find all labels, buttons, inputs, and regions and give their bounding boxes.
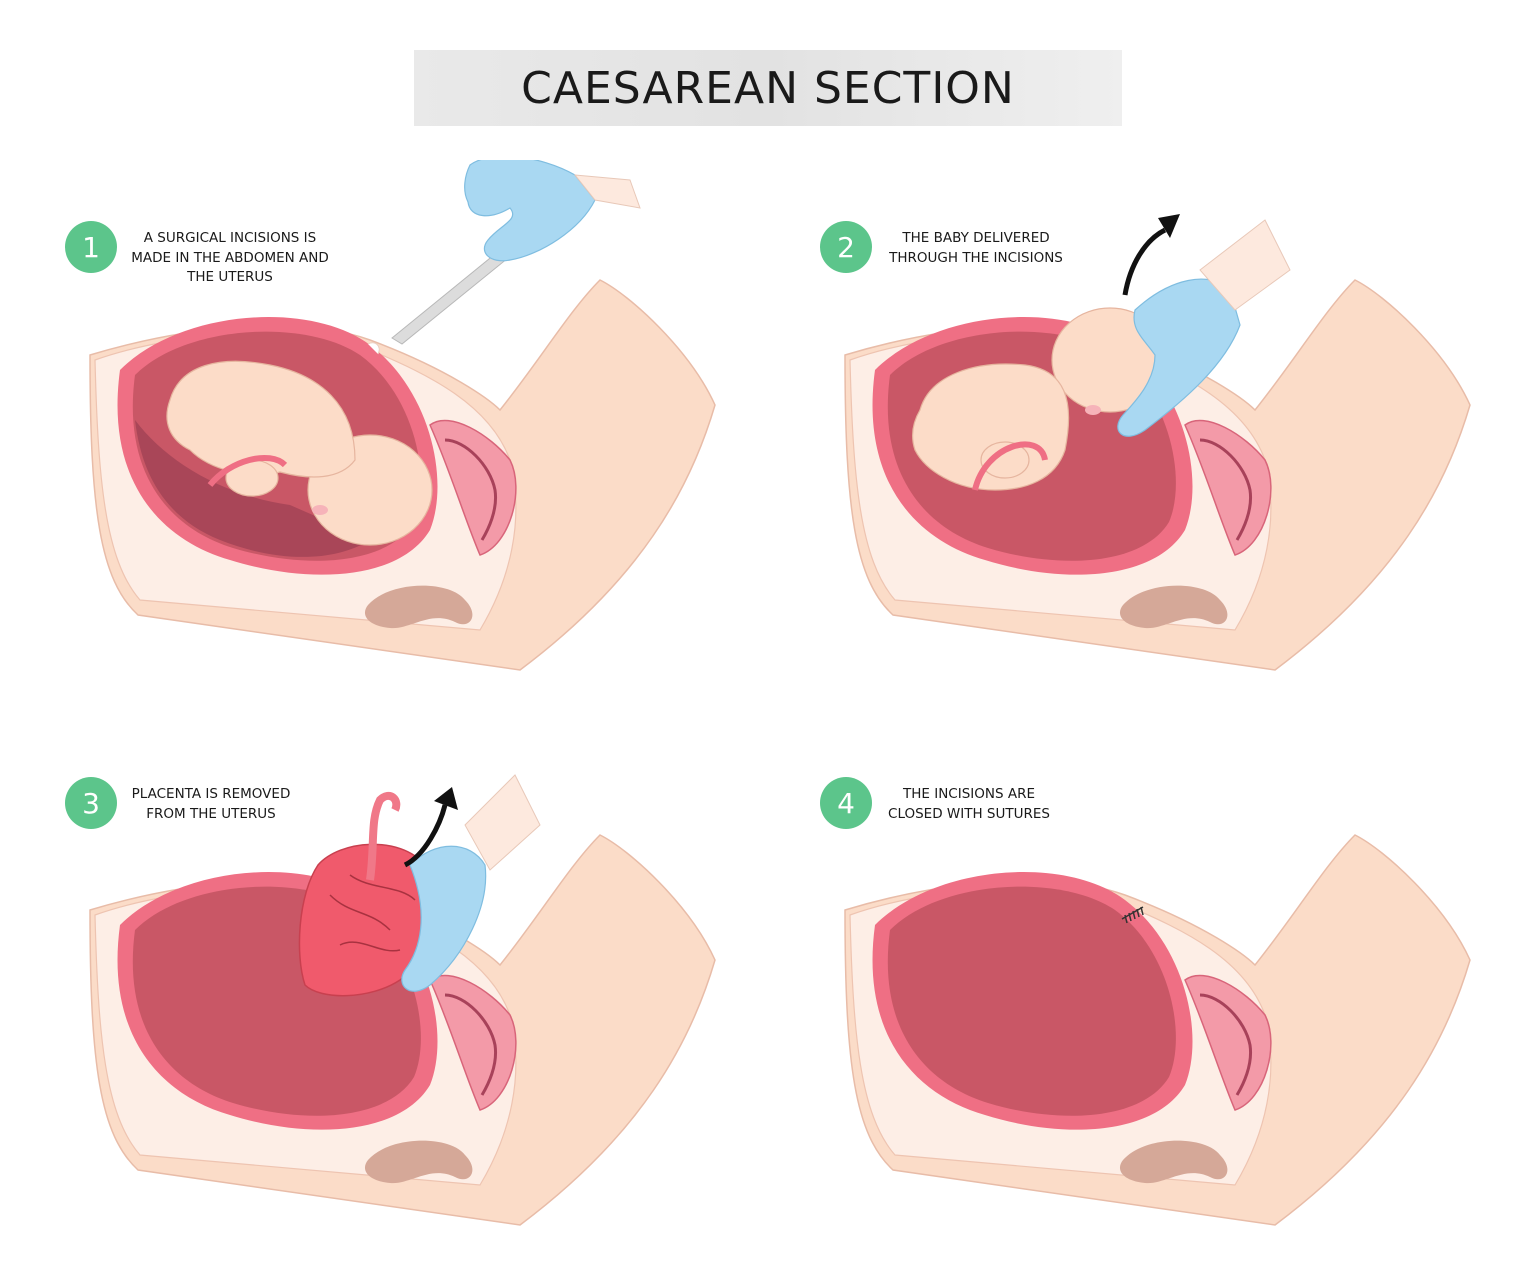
uterus <box>872 872 1193 1130</box>
sutures <box>1121 906 1144 924</box>
surgeon-hand-glove <box>401 774 541 992</box>
bowel-shape <box>1119 585 1228 629</box>
surgeon-hand-glove <box>1117 219 1291 437</box>
step-1-caption-line: MADE IN THE ABDOMEN AND <box>131 249 329 266</box>
lift-arrow <box>403 787 458 868</box>
step-2-illustration <box>844 214 1471 671</box>
surgeon-hand-glove <box>464 160 641 262</box>
step-3-caption-line: FROM THE UTERUS <box>146 805 276 822</box>
bowel-shape <box>364 1140 473 1184</box>
baby <box>166 360 433 546</box>
lift-arrow <box>1122 214 1180 296</box>
baby <box>911 307 1169 491</box>
step-3-badge: 3 <box>65 777 117 829</box>
step-1-caption-line: THE UTERUS <box>187 269 273 285</box>
step-3-caption-line: PLACENTA IS REMOVED <box>131 786 291 802</box>
step-4-caption-line: CLOSED WITH SUTURES <box>888 805 1050 822</box>
step-1-badge: 1 <box>65 221 117 273</box>
step-4-caption-line: THE INCISIONS ARE <box>903 786 1035 802</box>
step-2-caption-line: THE BABY DELIVERED <box>902 230 1050 246</box>
cervix-canal <box>1184 419 1272 556</box>
placenta <box>298 791 436 997</box>
step-4-badge: 4 <box>820 777 872 829</box>
bowel-shape <box>364 585 473 629</box>
step-2-caption: THE BABY DELIVERED THROUGH THE INCISIONS <box>866 229 1086 268</box>
step-3-illustration <box>89 774 716 1226</box>
incision-mark <box>367 342 380 355</box>
step-1-illustration <box>89 160 716 671</box>
step-1-caption: A SURGICAL INCISIONS IS MADE IN THE ABDO… <box>112 229 348 288</box>
title-banner: CAESAREAN SECTION <box>414 50 1122 126</box>
cervix-canal <box>429 974 517 1111</box>
bowel-shape <box>1119 1140 1228 1184</box>
cervix-canal <box>1184 974 1272 1111</box>
page-title: CAESAREAN SECTION <box>521 62 1015 114</box>
step-1-caption-line: A SURGICAL INCISIONS IS <box>143 230 317 246</box>
step-2-caption-line: THROUGH THE INCISIONS <box>889 249 1063 266</box>
cervix-canal <box>429 419 517 556</box>
step-2-badge: 2 <box>820 221 872 273</box>
step-4-caption: THE INCISIONS ARE CLOSED WITH SUTURES <box>866 785 1072 824</box>
step-3-caption: PLACENTA IS REMOVED FROM THE UTERUS <box>112 785 310 824</box>
step-4-illustration <box>844 834 1471 1226</box>
